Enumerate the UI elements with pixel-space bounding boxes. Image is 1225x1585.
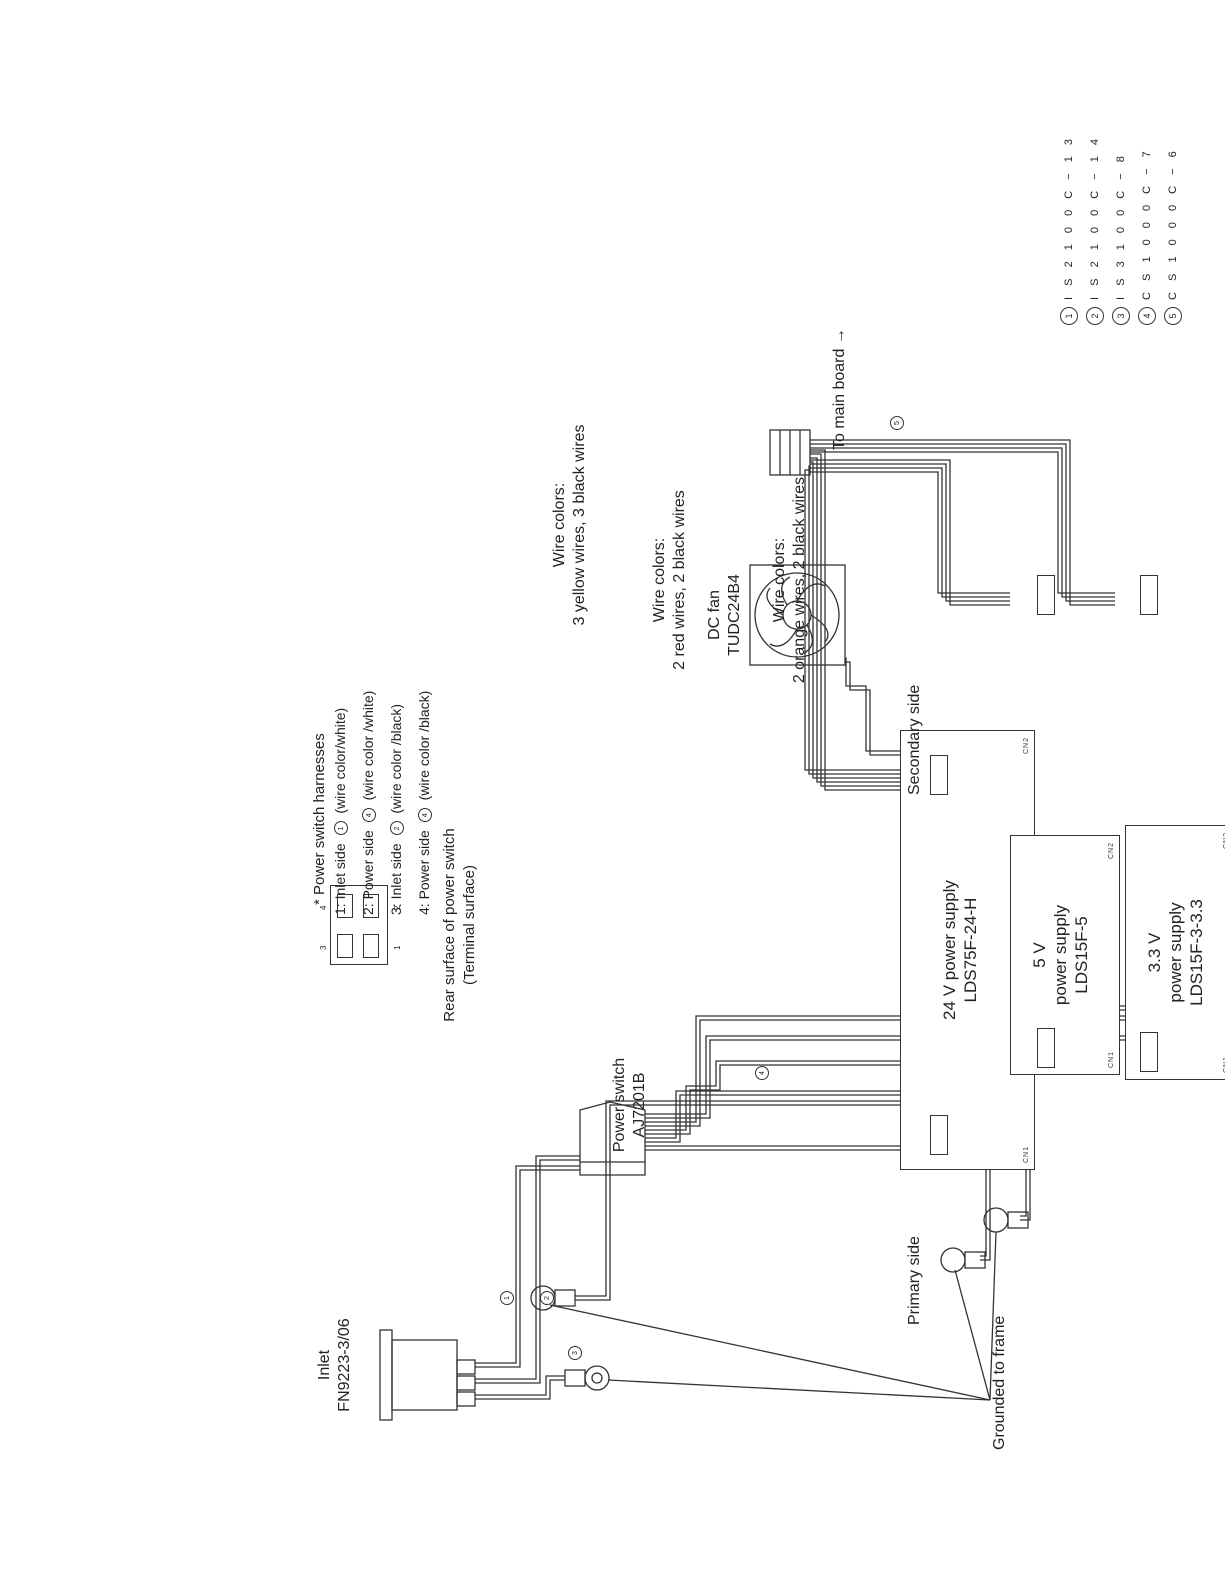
psu-33v-cn2-connector (1140, 575, 1158, 615)
cn2-label: CN2 (1023, 737, 1030, 755)
wire-switch-to-5v (645, 1064, 1050, 1135)
ground-ring-24v (530, 1285, 556, 1311)
wire-marker-2: 2 (540, 1291, 554, 1305)
wire-harness-2 (475, 1159, 580, 1384)
harness-num-2: 4 (362, 808, 377, 823)
inlet-pin-3 (456, 1391, 476, 1407)
inlet-flange (379, 1329, 393, 1421)
wire-marker-1: 1 (500, 1291, 514, 1305)
legend-row-2: 2 I S 2 1 0 0 C − 1 4 (1086, 135, 1104, 325)
psu-5v-cn2-connector (1037, 575, 1055, 615)
wiring-svg (379, 429, 1150, 1421)
wire-colors-24v: Wire colors: 3 yellow wires, 3 black wir… (551, 424, 588, 626)
legend-row-5: 5 C S 1 0 0 0 C − 6 (1164, 147, 1182, 325)
switch-terminal-grid: 1 2 3 4 (319, 885, 402, 965)
wire-24v-to-main (810, 449, 935, 791)
cn1-label: CN1 (1108, 1050, 1115, 1068)
ground-ring-33v (983, 1207, 1009, 1233)
ground-wire-24v (575, 1104, 965, 1301)
primary-side-label: Primary side (906, 1236, 923, 1325)
diagram-sheet: 24 V power supply LDS75F-24-H CN1 CN2 5 … (250, 135, 1225, 1460)
harness-row-1: 1: Inlet side 1 (wire color/white) (332, 707, 349, 915)
dc-fan-label: DC fan TUDC24B4 (706, 574, 743, 656)
harness-num-4: 4 (418, 808, 433, 823)
psu-5v-cn1-connector (1037, 1028, 1055, 1068)
cn1-label: CN1 (1023, 1145, 1030, 1163)
psu-33v-cn1-connector (1140, 1032, 1158, 1072)
ground-ring-inlet (584, 1365, 610, 1391)
harness-row-4: 4: Power side 4 (wire color /black) (416, 690, 433, 915)
wire-harness-3b (475, 1375, 565, 1396)
dc-fan-blades (766, 576, 829, 654)
power-switch-label: Power switch AJ7201B (611, 1057, 648, 1153)
inlet-body (391, 1339, 458, 1411)
wire-harness-1 (475, 1169, 580, 1368)
wire-harness-2b (475, 1155, 580, 1380)
psu-24v-label: 24 V power supply LDS75F-24-H (940, 880, 980, 1020)
psu-24v-cn2-connector (930, 755, 948, 795)
grounded-to-frame-label: Grounded to frame (991, 1315, 1008, 1450)
wire-harness-3 (475, 1379, 565, 1400)
ground-arrows (549, 1231, 997, 1401)
inlet-pin-2 (456, 1375, 476, 1391)
rear-surface-caption: Rear surface of power switch (Terminal s… (441, 828, 478, 1022)
to-main-board-label: To main board → (831, 328, 848, 450)
wire-fan (845, 661, 935, 756)
wire-colors-33v: Wire colors: 2 orange wires, 2 black wir… (771, 476, 808, 684)
wire-harness-1b (475, 1165, 580, 1364)
wire-marker-5: 5 (890, 416, 904, 430)
harness-row-2: 2: Power side 4 (wire color /white) (360, 690, 377, 915)
dc-fan-frame (749, 564, 846, 666)
cn2-label: CN2 (1108, 842, 1115, 860)
wire-colors-5v: Wire colors: 2 red wires, 2 black wires (651, 490, 688, 670)
ground-lug-24v (554, 1289, 576, 1307)
legend-row-1: 1 I S 2 1 0 0 C − 1 3 (1060, 135, 1078, 325)
inlet-pin-1 (456, 1359, 476, 1375)
wire-33v-to-main (810, 439, 1115, 606)
wire-5v-to-main (810, 459, 1010, 606)
power-switch-body (579, 1101, 646, 1176)
wire-marker-3: 3 (568, 1346, 582, 1360)
harness-note-title: * Power switch harnesses (311, 733, 328, 905)
harness-num-3: 2 (390, 821, 405, 836)
psu-5v-box: 5 V power supply LDS15F-5 CN1 CN2 (1010, 835, 1120, 1075)
dc-fan-ring (754, 572, 840, 658)
harness-row-3: 3: Inlet side 2 (wire color /black) (388, 703, 405, 915)
wire-marker-4: 4 (755, 1066, 769, 1080)
psu-24v-cn1-connector (930, 1115, 948, 1155)
ground-lug-inlet (564, 1369, 586, 1387)
legend-row-4: 4 C S 1 0 0 0 C − 7 (1138, 147, 1156, 325)
inlet-label: Inlet FN9223-3/06 (316, 1318, 353, 1412)
harness-num-1: 1 (334, 821, 349, 836)
legend-row-3: 3 I S 3 1 0 0 C − 8 (1112, 152, 1130, 325)
secondary-side-label: Secondary side (906, 684, 923, 795)
ground-ring-5v (940, 1247, 966, 1273)
